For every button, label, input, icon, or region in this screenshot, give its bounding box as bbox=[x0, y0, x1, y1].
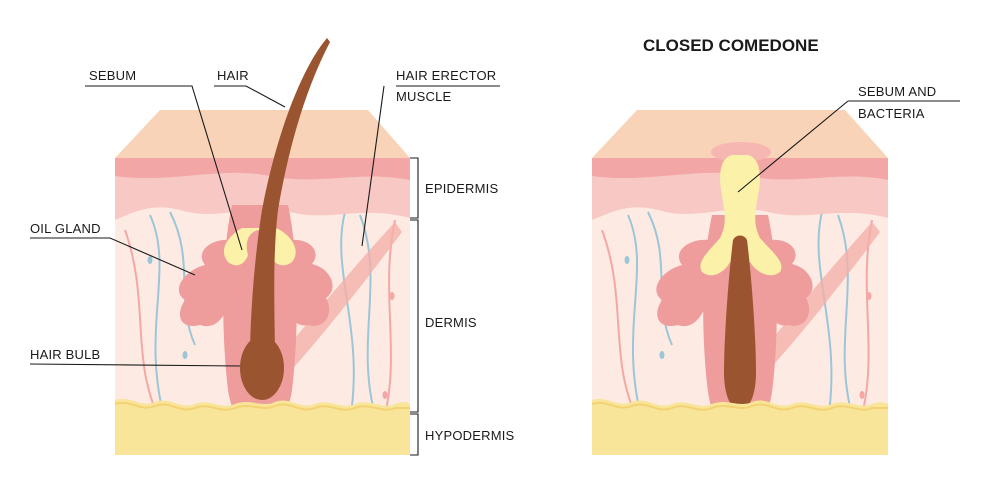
label-hair-erector-line1: HAIR ERECTOR bbox=[396, 68, 496, 83]
label-hypodermis: HYPODERMIS bbox=[425, 428, 515, 443]
label-epidermis: EPIDERMIS bbox=[425, 181, 498, 196]
hypodermis-layer bbox=[115, 398, 410, 455]
label-hair-bulb: HAIR BULB bbox=[30, 347, 100, 362]
skin-surface-right bbox=[592, 110, 888, 158]
sebum-bacteria-plug bbox=[700, 155, 782, 276]
comedone-bump bbox=[711, 142, 771, 162]
hair-bulb-shape bbox=[240, 336, 284, 400]
erector-muscle bbox=[262, 222, 402, 388]
label-sebum-bacteria-line1: SEBUM AND bbox=[858, 84, 936, 99]
sebum-left bbox=[223, 228, 296, 266]
right-skin-section bbox=[591, 110, 888, 455]
label-hair-erector-line2: MUSCLE bbox=[396, 89, 452, 104]
left-leader-lines bbox=[29, 85, 500, 367]
epidermis-top-band bbox=[115, 158, 410, 180]
nerve-fibers-right bbox=[601, 211, 873, 421]
layer-brackets bbox=[410, 157, 419, 456]
hair-shaft bbox=[250, 38, 330, 398]
label-dermis: DERMIS bbox=[425, 315, 477, 330]
oil-gland-left bbox=[178, 239, 232, 327]
skin-surface bbox=[115, 110, 410, 158]
hypodermis-layer-right bbox=[592, 398, 888, 455]
hair-shaft-right bbox=[724, 235, 756, 410]
left-skin-section bbox=[114, 38, 410, 455]
label-hair: HAIR bbox=[217, 68, 249, 83]
oil-gland-left-right bbox=[656, 239, 710, 327]
title-closed-comedone: CLOSED COMEDONE bbox=[643, 36, 819, 55]
label-oil-gland: OIL GLAND bbox=[30, 221, 101, 236]
oil-gland-right bbox=[288, 239, 333, 326]
label-sebum: SEBUM bbox=[89, 68, 136, 83]
leader-sebum-bacteria bbox=[737, 100, 849, 193]
label-sebum-bacteria-line2: BACTERIA bbox=[858, 106, 925, 121]
